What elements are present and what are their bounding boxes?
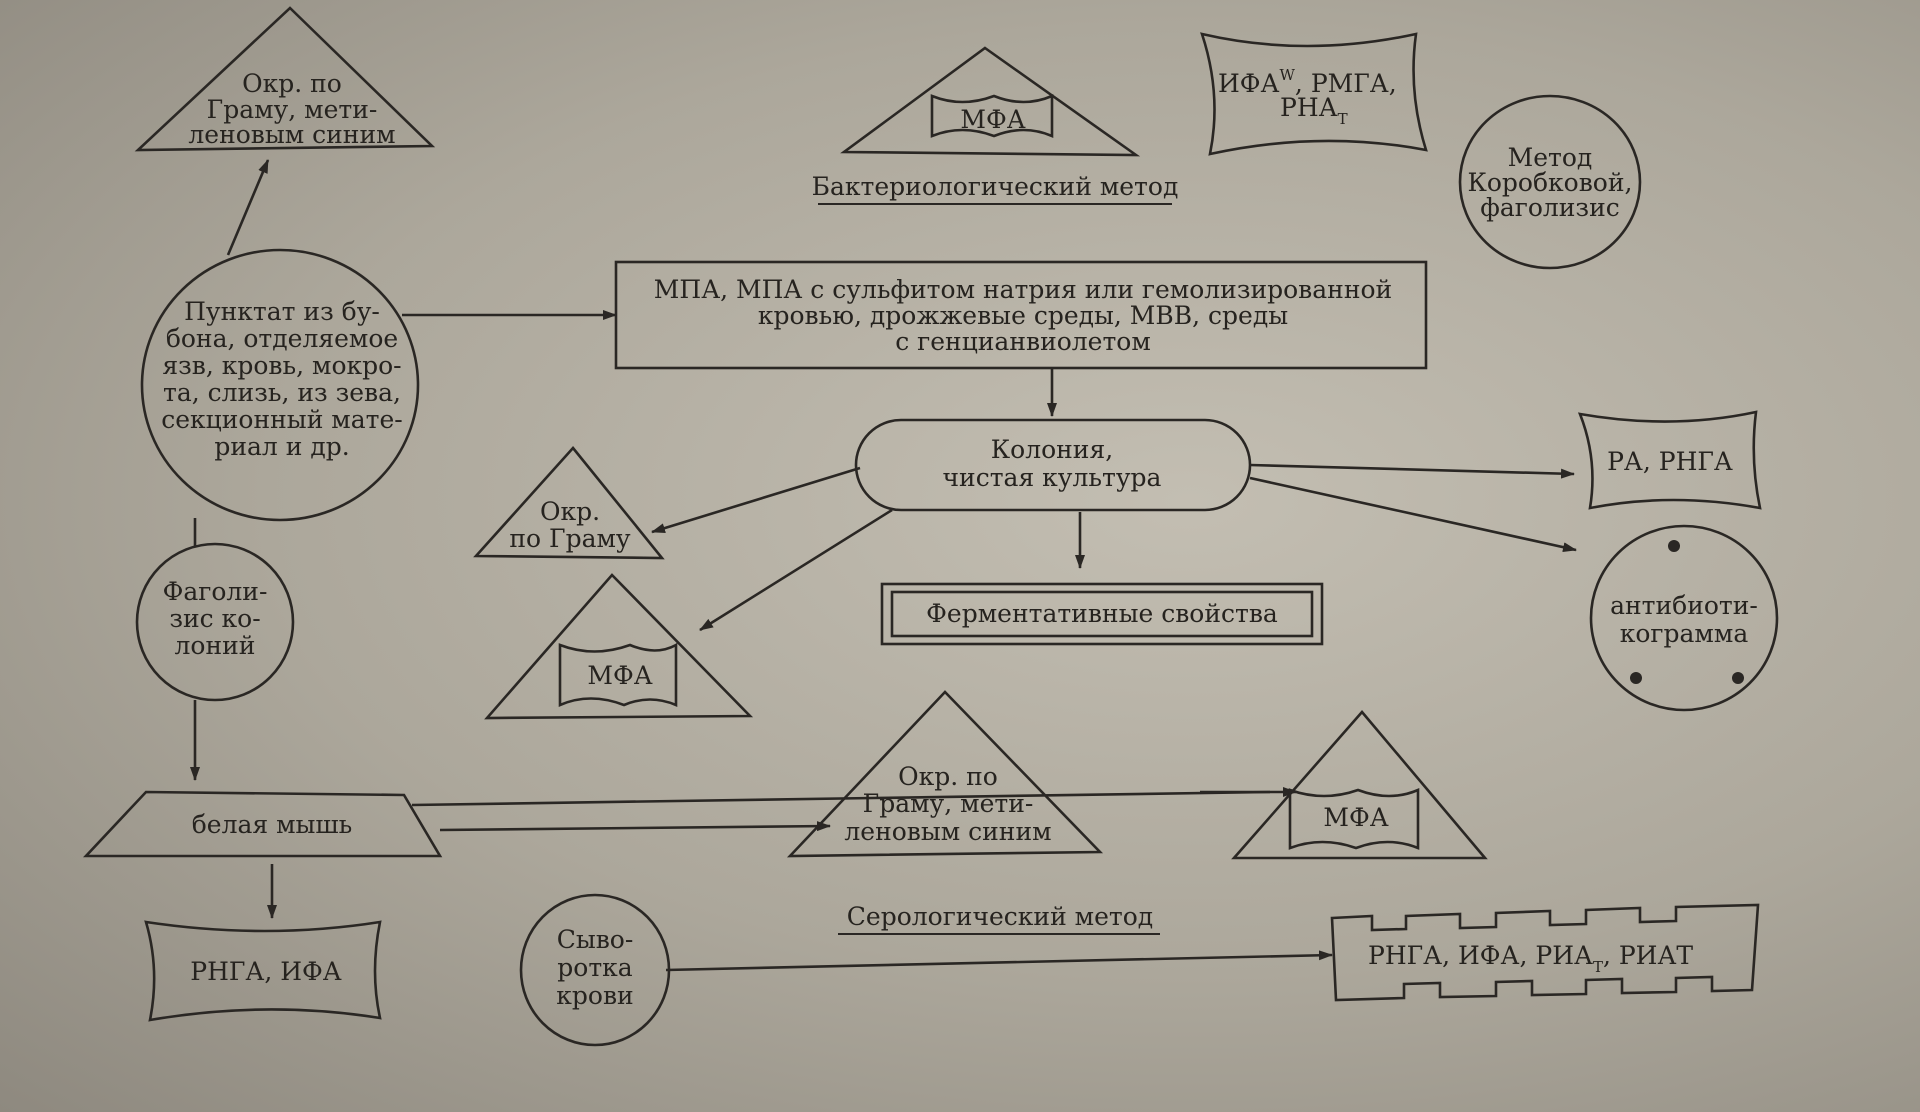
circle-antibiogram: антибиоти- кограмма (1589, 524, 1779, 712)
rmga-label: , РМГА, (1295, 69, 1397, 98)
rnga-ifa-label: РНГА, ИФА (190, 957, 342, 986)
sample-line-4: та, слизь, из зева, (163, 378, 401, 407)
phagolysis-line-2: зис ко- (169, 604, 260, 633)
korobkova-line-2: Коробковой, (1468, 168, 1633, 197)
sample-line-6: риал и др. (214, 432, 349, 461)
arrow-mouse-to-tri-bottom (439, 821, 831, 832)
serology-sub: Т (1593, 958, 1603, 976)
wavy-box-ra-rnga: РА, РНГА (1577, 410, 1762, 510)
trapezoid-white-mouse: белая мышь (82, 790, 443, 858)
tri-bottom-line-2: Граму, мети- (863, 789, 1034, 818)
ifa-label: ИФА (1218, 69, 1280, 98)
crenellated-box-serology: РНГА, ИФА, РИАТ, РИАТ (1330, 903, 1760, 1002)
arrow-colony-to-ra (1249, 463, 1575, 479)
tri-bottom-line-3: леновым синим (844, 817, 1051, 846)
tri-top-line-2: Граму, мети- (207, 95, 378, 124)
bact-method-label: Бактериологический метод (812, 172, 1179, 201)
svg-text:РНГА, ИФА, РИАТ, РИАТ: РНГА, ИФА, РИАТ, РИАТ (1368, 941, 1693, 976)
phagolysis-line-3: лоний (175, 631, 256, 660)
heading-serological-method: Серологический метод (838, 902, 1160, 935)
antibiogram-line-1: антибиоти- (1610, 591, 1758, 620)
media-line-3: с генцианвиолетом (895, 327, 1151, 356)
serum-line-3: крови (556, 981, 633, 1010)
rna-sub: Т (1338, 110, 1348, 128)
arrow-colony-to-tri-gram (651, 466, 861, 534)
ifa-sup: W (1280, 66, 1296, 84)
box-culture-media: МПА, МПА с сульфитом натрия или гемолизи… (614, 260, 1428, 370)
heading-bacteriological-method: Бактериологический метод (812, 172, 1179, 205)
triangle-mfa-top: МФА (840, 46, 1141, 157)
arrow-colony-to-antibiogram (1249, 476, 1577, 553)
colony-line-2: чистая культура (943, 463, 1162, 492)
sample-line-1: Пунктат из бу- (184, 297, 380, 326)
triangle-mfa-bottom: МФА (1231, 710, 1488, 860)
mfa-bottom-label: МФА (1323, 803, 1388, 832)
wavy-box-rnga-ifa: РНГА, ИФА (144, 920, 382, 1022)
tri-gram-mid-line-1: Окр. (540, 497, 600, 526)
rna-label: РНА (1280, 93, 1338, 122)
mfa-top-label: МФА (960, 105, 1025, 134)
korobkova-line-3: фаголизис (1480, 193, 1619, 222)
tri-gram-mid-line-2: по Граму (509, 524, 631, 553)
colony-pure-culture: Колония, чистая культура (854, 418, 1252, 512)
phagolysis-line-1: Фаголи- (163, 577, 268, 606)
serology-part1: РНГА, ИФА, РИА (1368, 941, 1593, 970)
arrow-serum-to-serology (665, 950, 1333, 972)
white-mouse-label: белая мышь (192, 810, 353, 839)
sample-line-5: секционный мате- (161, 405, 402, 434)
triangle-gram-stain-bottom: Окр. по Граму, мети- леновым синим (786, 690, 1104, 858)
circle-korobkova-method: Метод Коробковой, фаголизис (1458, 94, 1642, 270)
arrow-sample-to-tri-top (226, 159, 270, 256)
svg-text:РНАТ: РНАТ (1280, 93, 1348, 128)
sample-line-3: язв, кровь, мокро- (162, 351, 401, 380)
box-enzymatic-properties: Ферментативные свойства (880, 582, 1324, 646)
line-mouse-upper (411, 790, 1271, 807)
circle-blood-serum: Сыво- ротка крови (519, 893, 671, 1047)
enzyme-label: Ферментативные свойства (926, 599, 1278, 628)
tri-bottom-line-1: Окр. по (898, 762, 998, 791)
wavy-box-ifa-rmga: ИФАW, РМГА, РНАТ (1200, 32, 1428, 156)
triangle-gram-stain-mid: Окр. по Граму (473, 445, 665, 560)
colony-line-1: Колония, (991, 435, 1113, 464)
sample-line-2: бона, отделяемое (166, 324, 398, 353)
triangle-mfa-mid: МФА (484, 573, 754, 720)
serum-line-1: Сыво- (557, 925, 634, 954)
tri-top-line-3: леновым синим (188, 120, 395, 149)
ra-rnga-label: РА, РНГА (1607, 447, 1733, 476)
sero-method-label: Серологический метод (847, 902, 1153, 931)
svg-text:ИФАW, РМГА,: ИФАW, РМГА, (1218, 66, 1397, 98)
arrow-colony-to-tri-mfa (699, 508, 893, 632)
circle-sample-material: Пунктат из бу- бона, отделяемое язв, кро… (140, 248, 420, 522)
media-line-1: МПА, МПА с сульфитом натрия или гемолизи… (654, 275, 1392, 304)
tri-top-line-1: Окр. по (242, 69, 342, 98)
serology-part2: , РИАТ (1603, 941, 1693, 970)
korobkova-line-1: Метод (1508, 143, 1593, 172)
mfa-mid-label: МФА (587, 661, 652, 690)
serum-line-2: ротка (557, 953, 633, 982)
media-line-2: кровью, дрожжевые среды, МВВ, среды (758, 301, 1288, 330)
antibiogram-line-2: кограмма (1620, 619, 1749, 648)
triangle-gram-stain-top: Окр. по Граму, мети- леновым синим (134, 6, 436, 152)
circle-colony-phagolysis: Фаголи- зис ко- лоний (135, 542, 295, 702)
